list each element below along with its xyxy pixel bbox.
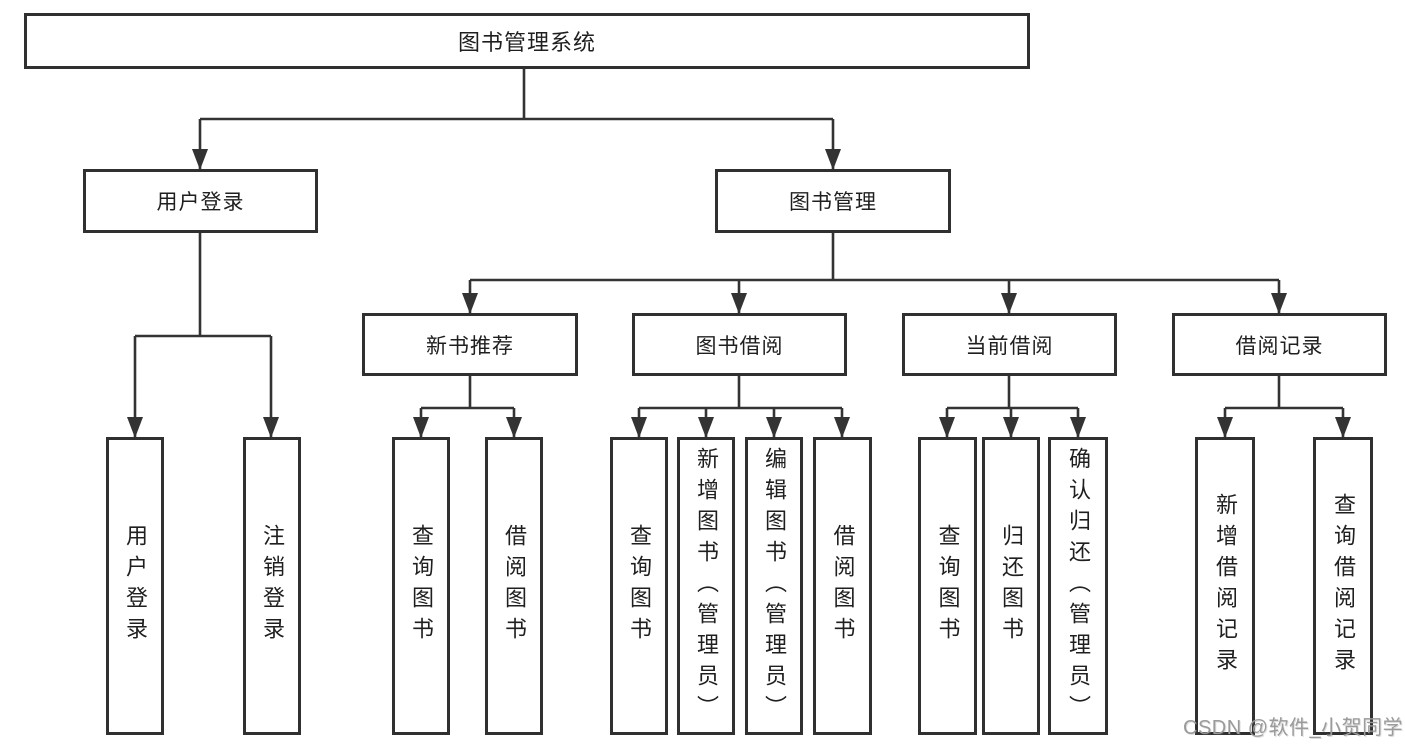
leaf-borrow-books-1: 借阅图书 — [485, 437, 543, 735]
edges-book-management — [462, 233, 1287, 314]
leaf-add-borrow-record-label: 新增借阅记录 — [1213, 493, 1238, 679]
edges-book-borrow — [631, 376, 850, 438]
node-borrow-records-label: 借阅记录 — [1235, 334, 1324, 358]
edges-borrow-records — [1217, 376, 1351, 438]
leaf-confirm-return-admin: 确认归还（管理员） — [1048, 437, 1108, 735]
node-borrow-records: 借阅记录 — [1172, 313, 1387, 376]
leaf-query-books-3-label: 查询图书 — [935, 524, 961, 648]
leaf-query-books-3: 查询图书 — [918, 437, 977, 735]
leaf-logout-label: 注销登录 — [260, 524, 285, 648]
leaf-borrow-books-2: 借阅图书 — [813, 437, 872, 735]
leaf-add-books-admin-label: 新增图书（管理员） — [694, 446, 719, 726]
leaf-query-borrow-record: 查询借阅记录 — [1313, 437, 1373, 735]
leaf-query-books-2: 查询图书 — [610, 437, 668, 735]
node-book-borrow-label: 图书借阅 — [695, 334, 784, 358]
node-current-borrow-label: 当前借阅 — [965, 334, 1054, 358]
node-new-book-recommend: 新书推荐 — [362, 313, 578, 376]
node-user-login-label: 用户登录 — [156, 191, 245, 214]
node-library-system-label: 图书管理系统 — [457, 30, 596, 55]
leaf-return-books-label: 归还图书 — [999, 524, 1024, 648]
node-new-book-recommend-label: 新书推荐 — [426, 334, 514, 358]
node-current-borrow: 当前借阅 — [902, 313, 1117, 376]
leaf-query-borrow-record-label: 查询借阅记录 — [1331, 493, 1356, 679]
leaf-query-books-1: 查询图书 — [392, 437, 450, 735]
leaf-query-books-1-label: 查询图书 — [409, 524, 434, 648]
node-book-management: 图书管理 — [715, 169, 951, 233]
leaf-add-borrow-record: 新增借阅记录 — [1195, 437, 1255, 735]
node-library-system: 图书管理系统 — [24, 13, 1030, 69]
node-book-borrow: 图书借阅 — [632, 313, 847, 376]
leaf-user-login: 用户登录 — [106, 437, 164, 735]
leaf-edit-books-admin-label: 编辑图书（管理员） — [762, 446, 787, 726]
edges-user-login — [127, 233, 279, 438]
leaf-return-books: 归还图书 — [982, 437, 1040, 735]
watermark: CSDN @软件_小贺同学 — [1183, 717, 1404, 739]
leaf-add-books-admin: 新增图书（管理员） — [677, 437, 735, 735]
leaf-confirm-return-admin-label: 确认归还（管理员） — [1066, 446, 1091, 726]
leaf-logout: 注销登录 — [243, 437, 301, 735]
leaf-user-login-label: 用户登录 — [123, 524, 148, 648]
leaf-edit-books-admin: 编辑图书（管理员） — [745, 437, 803, 735]
node-book-management-label: 图书管理 — [789, 191, 877, 214]
leaf-borrow-books-2-label: 借阅图书 — [830, 524, 856, 648]
edges-root — [192, 69, 841, 170]
edges-current-borrow — [939, 376, 1086, 438]
edges-new-book — [413, 376, 522, 438]
leaf-borrow-books-1-label: 借阅图书 — [502, 524, 527, 648]
node-user-login: 用户登录 — [83, 169, 318, 233]
leaf-query-books-2-label: 查询图书 — [627, 524, 652, 648]
